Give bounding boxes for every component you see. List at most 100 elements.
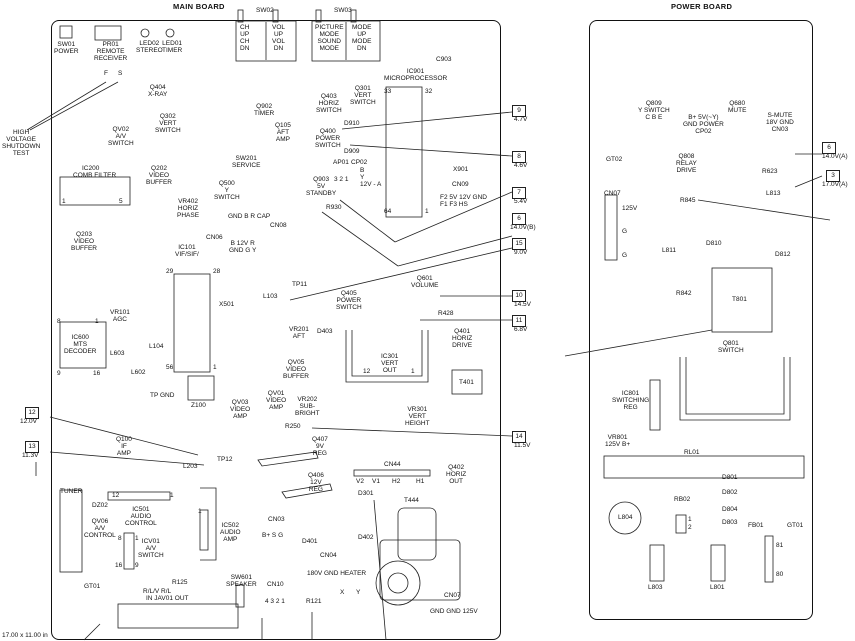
voltage-9: 4.7V [514, 116, 528, 123]
cn10-pins: 4 3 2 1 [265, 598, 285, 605]
l801-label: L801 [710, 584, 725, 591]
rl01-label: RL01 [684, 449, 700, 456]
pin-80-label: 80 [776, 571, 784, 578]
ic600-pin-9: 9 [57, 370, 61, 377]
l103-label: L103 [263, 293, 278, 300]
page-size-footer: 17.00 x 11.00 in [2, 632, 48, 639]
icv01-pin-1: 1 [135, 535, 139, 542]
d909-label: D909 [344, 148, 360, 155]
icv01-pin-8: 8 [118, 535, 122, 542]
d301-label: D301 [358, 490, 374, 497]
d403-label: D403 [317, 328, 333, 335]
voltage-14: 11.5V [514, 442, 531, 449]
callout-6: 6 [512, 213, 526, 225]
ic600-pin-1: 1 [95, 318, 99, 325]
callout-8: 8 [512, 151, 526, 163]
c903-label: C903 [436, 56, 452, 63]
callout-11: 11 [512, 315, 526, 327]
ic200-label: IC200 [82, 165, 100, 172]
cn09-label: CN09 [452, 181, 469, 188]
callout-7: 7 [512, 187, 526, 199]
ic301-pin-12: 12 [363, 368, 371, 375]
cn44-pin-h2: H2 [392, 478, 401, 485]
ic901-pin-33: 33 [384, 88, 392, 95]
jav01-row1: R/L/V R/L [143, 588, 172, 595]
voltage-8: 4.6V [514, 162, 528, 169]
ic301-pin-1: 1 [411, 368, 415, 375]
tp-gnd-label: TP GND [150, 392, 175, 399]
cn44-pin-h1: H1 [416, 478, 425, 485]
r930-label: R930 [326, 204, 342, 211]
r842-label: R842 [676, 290, 692, 297]
r845-label: R845 [680, 197, 696, 204]
power-callout-6: 6 [822, 142, 836, 154]
cn04-pins: 180V GND HEATER [307, 570, 367, 577]
f-terminal: F [104, 70, 108, 77]
d802-label: D802 [722, 489, 738, 496]
cn44-pin-v2: V2 [356, 478, 364, 485]
t444-label: T444 [404, 497, 419, 504]
ic501-pin-12: 12 [112, 492, 120, 499]
sw03-label: SW03 [334, 7, 352, 14]
l203-label: L203 [183, 463, 198, 470]
cn44-label: CN44 [384, 461, 401, 468]
t801-label: T801 [732, 296, 747, 303]
comb-filter-label: COMB FILTER [73, 172, 117, 179]
callout-15: 15 [512, 238, 526, 250]
cn44-pin-v1: V1 [372, 478, 380, 485]
z100-label: Z100 [191, 402, 206, 409]
tp11-label: TP11 [292, 281, 308, 288]
ap01-pins: 3 2 1 [334, 176, 349, 183]
ic101-pin-56: 56 [166, 364, 174, 371]
ic600-pin-16: 16 [93, 370, 101, 377]
cn03-label: CN03 [268, 516, 285, 523]
gt01-power-label: GT01 [787, 522, 804, 529]
voltage-7: 5.4V [514, 198, 528, 205]
callout-10: 10 [512, 290, 526, 302]
cn07-main-label: CN07 [444, 592, 461, 599]
l603-label: L603 [110, 350, 125, 357]
main-board-outline [51, 20, 501, 640]
power-voltage-3: 17.0V(A) [822, 181, 848, 188]
cn08-pins: GND B R CAP [228, 213, 271, 220]
s-terminal: S [118, 70, 123, 77]
d804-label: D804 [722, 506, 738, 513]
cn07-main-pins: GND GND 125V [430, 608, 478, 615]
l803-label: L803 [648, 584, 663, 591]
ic200-pin-5: 5 [119, 198, 123, 205]
d801-label: D801 [722, 474, 738, 481]
ic600-pin-8: 8 [57, 318, 61, 325]
rb02-label: RB02 [674, 496, 691, 503]
